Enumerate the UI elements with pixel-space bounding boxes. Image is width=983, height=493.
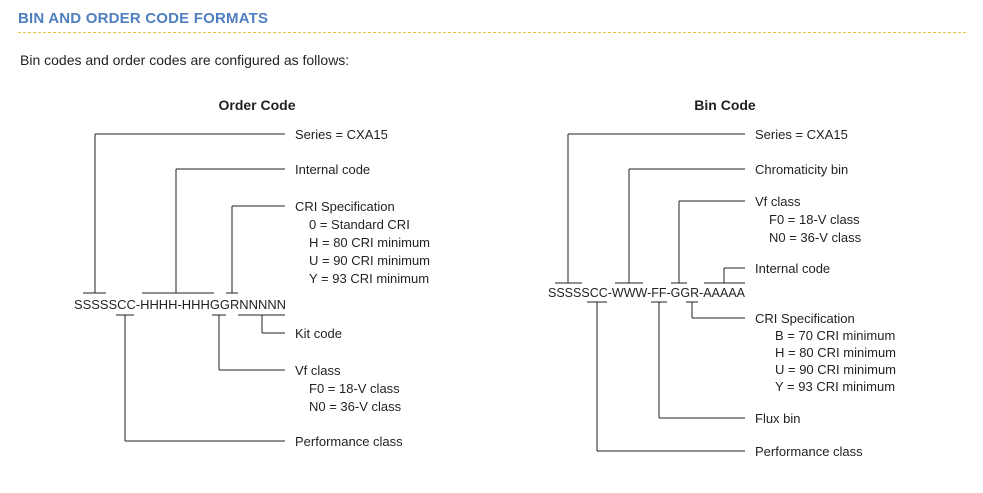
bin-chromaticity-connector	[615, 168, 745, 284]
order-series-label: Series = CXA15	[295, 127, 388, 142]
order-cri-line: Y = 93 CRI minimum	[309, 271, 429, 286]
bin-cri-connector	[686, 301, 745, 319]
order-performance-connector	[116, 314, 285, 442]
bin-code-heading: Bin Code	[694, 97, 756, 113]
bin-internal-label: Internal code	[755, 261, 830, 276]
bin-internal-connector	[704, 267, 745, 284]
bin-cri-title: CRI Specification	[755, 311, 855, 326]
order-kit-connector	[238, 314, 285, 334]
order-code-heading: Order Code	[218, 97, 295, 113]
order-vf-title: Vf class	[295, 363, 341, 378]
bin-cri-line: H = 80 CRI minimum	[775, 345, 896, 360]
order-cri-line: U = 90 CRI minimum	[309, 253, 430, 268]
bin-vf-line: N0 = 36-V class	[769, 230, 862, 245]
bin-vf-connector	[671, 200, 745, 284]
bin-vf-title: Vf class	[755, 194, 801, 209]
bin-chromaticity-label: Chromaticity bin	[755, 162, 848, 177]
bin-code-diagram: Bin Code SSSSSCC-WWW-FF-GGR-AAAAA Series…	[548, 97, 896, 459]
intro-text: Bin codes and order codes are configured…	[20, 52, 350, 68]
order-code-diagram: Order Code SSSSSCC-HHHH-HHHGGRNNNNN Seri…	[74, 97, 430, 449]
order-cri-line: H = 80 CRI minimum	[309, 235, 430, 250]
order-vf-connector	[212, 314, 285, 371]
title-divider	[18, 32, 966, 33]
section-title: BIN AND ORDER CODE FORMATS	[18, 10, 269, 27]
order-cri-connector	[226, 205, 285, 294]
bin-flux-label: Flux bin	[755, 411, 801, 426]
bin-cri-line: U = 90 CRI minimum	[775, 362, 896, 377]
order-internal-label: Internal code	[295, 162, 370, 177]
bin-series-connector	[555, 133, 745, 284]
bin-performance-connector	[587, 301, 745, 452]
order-cri-line: 0 = Standard CRI	[309, 217, 410, 232]
order-series-connector	[83, 133, 285, 294]
bin-vf-line: F0 = 18-V class	[769, 212, 860, 227]
bin-code-string: SSSSSCC-WWW-FF-GGR-AAAAA	[548, 285, 745, 300]
order-performance-label: Performance class	[295, 434, 403, 449]
bin-cri-line: B = 70 CRI minimum	[775, 328, 895, 343]
order-cri-title: CRI Specification	[295, 199, 395, 214]
order-code-string: SSSSSCC-HHHH-HHHGGRNNNNN	[74, 297, 286, 312]
order-kit-label: Kit code	[295, 326, 342, 341]
order-internal-connector	[142, 168, 285, 294]
order-vf-line: F0 = 18-V class	[309, 381, 400, 396]
order-vf-line: N0 = 36-V class	[309, 399, 402, 414]
bin-cri-line: Y = 93 CRI minimum	[775, 379, 895, 394]
bin-performance-label: Performance class	[755, 444, 863, 459]
bin-flux-connector	[651, 301, 745, 419]
bin-series-label: Series = CXA15	[755, 127, 848, 142]
